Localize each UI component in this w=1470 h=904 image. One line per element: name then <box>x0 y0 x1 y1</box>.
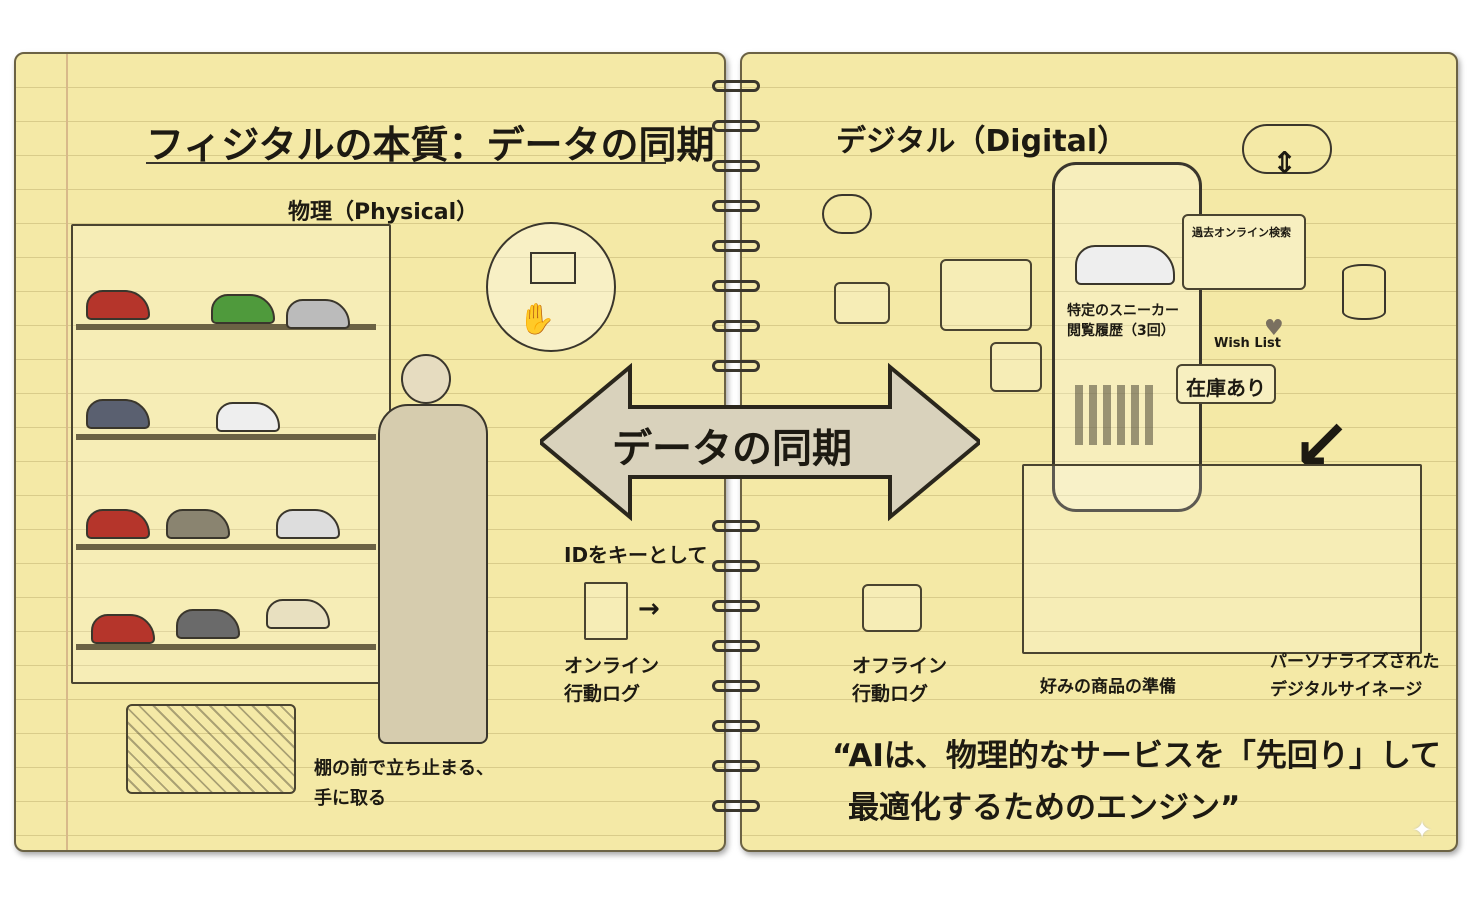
sneaker-icon <box>91 614 155 644</box>
view-history-line: 閲覧履歴（3回） <box>1067 323 1175 339</box>
spiral-ring <box>712 680 760 692</box>
spiral-ring <box>712 160 760 172</box>
physical-label: 物理（Physical） <box>288 200 479 225</box>
search-window-icon <box>990 342 1042 392</box>
quote-line: 最適化するためのエンジン” <box>848 790 1241 826</box>
sneaker-icon <box>211 294 275 324</box>
spiral-ring <box>712 120 760 132</box>
view-history-label: 特定のスニーカー 閲覧履歴（3回） <box>1067 301 1179 341</box>
store-illustration <box>1022 464 1422 654</box>
spiral-ring <box>712 640 760 652</box>
online-log-label: オンライン 行動ログ <box>564 652 659 708</box>
ai-chip-icon <box>862 584 922 632</box>
title-underline <box>146 162 666 164</box>
sneaker-icon <box>286 299 350 329</box>
spiral-ring <box>712 200 760 212</box>
page-title: フィジタルの本質：データの同期 <box>146 123 715 167</box>
database-icon <box>1342 264 1386 320</box>
spiral-ring <box>712 760 760 772</box>
sync-arrows-icon: ⇕ <box>1272 146 1298 181</box>
sneaker-icon <box>166 509 230 539</box>
search-history-window: 過去オンライン検索 <box>1182 214 1306 290</box>
shopper-head <box>401 354 451 404</box>
shelf-caption-line: 手に取る <box>314 788 386 809</box>
arrow-right-icon: → <box>638 594 660 624</box>
wish-list-label: Wish List <box>1214 336 1282 351</box>
arrow-down-icon: ↙ <box>1292 404 1351 486</box>
sneaker-icon <box>1075 245 1175 285</box>
cloud-upload-icon <box>822 194 872 234</box>
analytics-window-icon <box>940 259 1032 331</box>
in-stock-bubble: 在庫あり <box>1176 364 1276 404</box>
view-history-line: 特定のスニーカー <box>1067 303 1179 319</box>
online-log-line: 行動ログ <box>564 683 641 705</box>
spiral-ring <box>712 240 760 252</box>
sneaker-icon <box>86 509 150 539</box>
document-icon <box>584 582 628 640</box>
shelf-board <box>76 544 376 550</box>
signage-line: デジタルサイネージ <box>1270 680 1423 700</box>
shelf-board <box>76 644 376 650</box>
shelf-board <box>76 324 376 330</box>
spiral-ring <box>712 600 760 612</box>
spiral-ring <box>712 320 760 332</box>
spiral-ring <box>712 560 760 572</box>
sync-double-arrow <box>540 362 980 522</box>
sneaker-icon <box>276 509 340 539</box>
digital-label: デジタル（Digital） <box>836 124 1128 159</box>
signage-label: パーソナライズされた デジタルサイネージ <box>1270 648 1440 704</box>
hand-icon: ✋ <box>518 302 556 337</box>
quote: “AIは、物理的なサービスを「先回り」して 最適化するためのエンジン” <box>832 730 1441 834</box>
prep-label: 好みの商品の準備 <box>1040 677 1176 697</box>
shopping-basket-icon <box>126 704 296 794</box>
shelf-board <box>76 434 376 440</box>
shopper-figure <box>378 404 488 744</box>
sync-arrow-label: データの同期 <box>612 426 852 472</box>
sparkle-icon: ✦ <box>1412 816 1433 844</box>
spiral-ring <box>712 520 760 532</box>
offline-log-line: オフライン <box>852 655 948 677</box>
spiral-ring <box>712 360 760 372</box>
smartphone: 特定のスニーカー 閲覧履歴（3回） <box>1052 162 1202 512</box>
spiral-ring <box>712 800 760 812</box>
id-card-icon <box>834 282 890 324</box>
offline-log-line: 行動ログ <box>852 683 929 705</box>
sneaker-icon <box>176 609 240 639</box>
spiral-ring <box>712 80 760 92</box>
cloud-icon <box>1242 124 1332 174</box>
in-stock-text: 在庫あり <box>1186 376 1266 400</box>
shelf-caption: 棚の前で立ち止まる、 手に取る <box>314 754 494 814</box>
double-arrow-shape <box>540 362 980 522</box>
sneaker-icon <box>86 290 150 320</box>
envelope-icon <box>530 252 576 284</box>
bar-chart-icon <box>1075 385 1155 445</box>
sneaker-icon <box>266 599 330 629</box>
signage-line: パーソナライズされた <box>1270 652 1440 672</box>
sneaker-icon <box>86 399 150 429</box>
spiral-ring <box>712 720 760 732</box>
online-log-line: オンライン <box>564 655 660 677</box>
offline-log-label: オフライン 行動ログ <box>852 652 947 708</box>
heart-icon: ♥ <box>1264 316 1284 341</box>
spiral-ring <box>712 280 760 292</box>
thought-bubble: ✋ <box>486 222 616 352</box>
sneaker-icon <box>216 402 280 432</box>
id-key-label: IDをキーとして <box>564 543 708 567</box>
quote-line: “AIは、物理的なサービスを「先回り」して <box>832 738 1441 774</box>
shelf-caption-line: 棚の前で立ち止まる、 <box>314 758 494 779</box>
search-history-title: 過去オンライン検索 <box>1192 226 1291 239</box>
margin-line <box>66 54 68 850</box>
